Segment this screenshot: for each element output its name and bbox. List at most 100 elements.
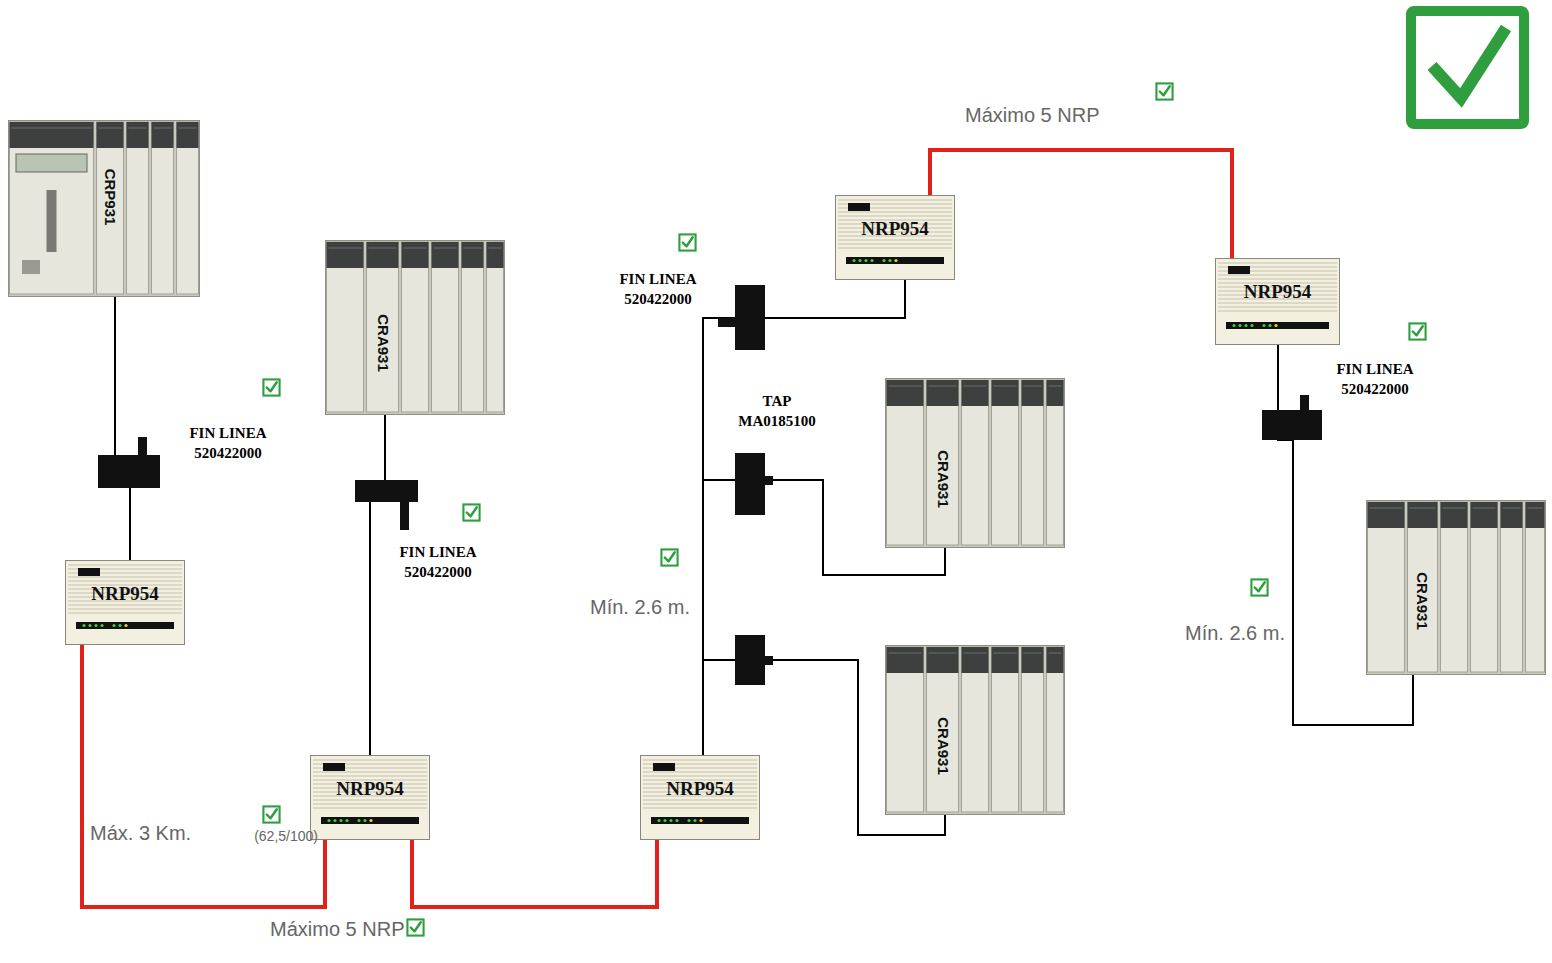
- module-cap-edge: [179, 128, 197, 129]
- rack-chassis: [326, 241, 505, 415]
- line-terminator: [1262, 410, 1322, 440]
- coax-cable: [1278, 345, 1413, 725]
- status-led: [882, 259, 885, 262]
- module-cap-edge: [404, 248, 427, 249]
- vent-stripe: [838, 248, 952, 249]
- spec-note: Máx. 3 Km.: [90, 822, 191, 845]
- module-cap-edge: [1528, 508, 1543, 509]
- check-mark: [1251, 579, 1267, 595]
- repeater-label: NRP954: [641, 756, 759, 800]
- module-cap: [152, 122, 174, 148]
- vent-stripe: [68, 577, 182, 578]
- vent-stripe: [643, 776, 757, 777]
- rack-module: [887, 647, 924, 812]
- fiber-repeater: NRP954: [310, 755, 430, 840]
- vent-stripe: [313, 776, 427, 777]
- rack-module: [177, 122, 199, 294]
- part-number: TAP MA0185100: [727, 392, 827, 431]
- part-number: FIN LINEA 520422000: [1325, 360, 1425, 399]
- spec-note: Mín. 2.6 m.: [590, 596, 690, 619]
- module-cap: [992, 380, 1019, 406]
- tap-block: [735, 635, 765, 685]
- status-window: [1228, 266, 1250, 274]
- status-window: [78, 568, 100, 576]
- module-cap-edge: [889, 653, 922, 654]
- module-cap-edge: [369, 248, 397, 249]
- status-led: [369, 819, 372, 822]
- repeater-label: NRP954: [66, 561, 184, 605]
- check-mark: [679, 234, 695, 250]
- rack-module: [432, 242, 459, 412]
- module-cap-edge: [99, 128, 122, 129]
- rack-illustration: [885, 645, 1065, 815]
- part-number: FIN LINEA 520422000: [608, 270, 708, 309]
- rack-module: [992, 647, 1019, 812]
- module-cap: [402, 242, 429, 268]
- module-cap-edge: [1370, 508, 1403, 509]
- fiber-repeater: NRP954: [65, 560, 185, 645]
- vent-stripe: [1218, 275, 1337, 276]
- vent-stripe: [643, 760, 757, 761]
- vent-stripe: [313, 760, 427, 761]
- rack-chassis: [9, 121, 200, 297]
- rack-module: [127, 122, 149, 294]
- status-led: [112, 624, 115, 627]
- vent-stripe: [1218, 279, 1337, 280]
- status-led: [118, 624, 121, 627]
- module-cap-edge: [154, 128, 172, 129]
- plc-rack: CRA931: [1366, 500, 1546, 675]
- module-cap: [462, 242, 484, 268]
- status-led: [82, 624, 85, 627]
- rack-module: [1408, 502, 1438, 672]
- status-led: [693, 819, 696, 822]
- vent-stripe: [1218, 311, 1337, 312]
- vent-stripe: [68, 609, 182, 610]
- vent-stripe: [838, 216, 952, 217]
- module-cap: [887, 380, 924, 406]
- module-cap: [1441, 502, 1468, 528]
- rack-module: [1526, 502, 1545, 672]
- fiber-link: [412, 840, 657, 907]
- line-terminator: [735, 285, 765, 350]
- module-cap: [1471, 502, 1498, 528]
- plc-rack: CRA931: [885, 378, 1065, 548]
- status-led: [1244, 324, 1247, 327]
- rack-module: [1047, 647, 1064, 812]
- status-led: [657, 819, 660, 822]
- repeater-label: NRP954: [1216, 259, 1339, 303]
- rack-chassis: [886, 379, 1065, 548]
- rack-illustration: [1366, 500, 1546, 675]
- status-led: [327, 819, 330, 822]
- module-label: CRA931: [935, 717, 952, 775]
- module-cap: [1368, 502, 1405, 528]
- plc-rack: CRA931: [885, 645, 1065, 815]
- module-cap-edge: [1049, 386, 1062, 387]
- rack-module: [962, 380, 989, 545]
- module-cap-edge: [929, 386, 957, 387]
- status-led: [1250, 324, 1253, 327]
- module-cap: [432, 242, 459, 268]
- status-led: [1262, 324, 1265, 327]
- check-mark: [407, 919, 423, 935]
- module-cap-edge: [889, 386, 922, 387]
- status-led: [852, 259, 855, 262]
- rack-module: [927, 380, 959, 545]
- cpu-port: [22, 260, 40, 274]
- module-cap-edge: [964, 653, 987, 654]
- vent-stripe: [68, 605, 182, 606]
- check-mark: [661, 549, 677, 565]
- vent-stripe: [838, 212, 952, 213]
- module-cap-edge: [1443, 508, 1466, 509]
- rack-module: [1368, 502, 1405, 672]
- vent-stripe: [643, 772, 757, 773]
- line-terminator: [355, 480, 418, 502]
- module-cap: [927, 647, 959, 673]
- fiber-repeater: NRP954: [835, 195, 955, 280]
- status-led: [333, 819, 336, 822]
- module-cap: [962, 380, 989, 406]
- module-cap: [1022, 647, 1044, 673]
- rack-module: [887, 380, 924, 545]
- module-cap: [1526, 502, 1545, 528]
